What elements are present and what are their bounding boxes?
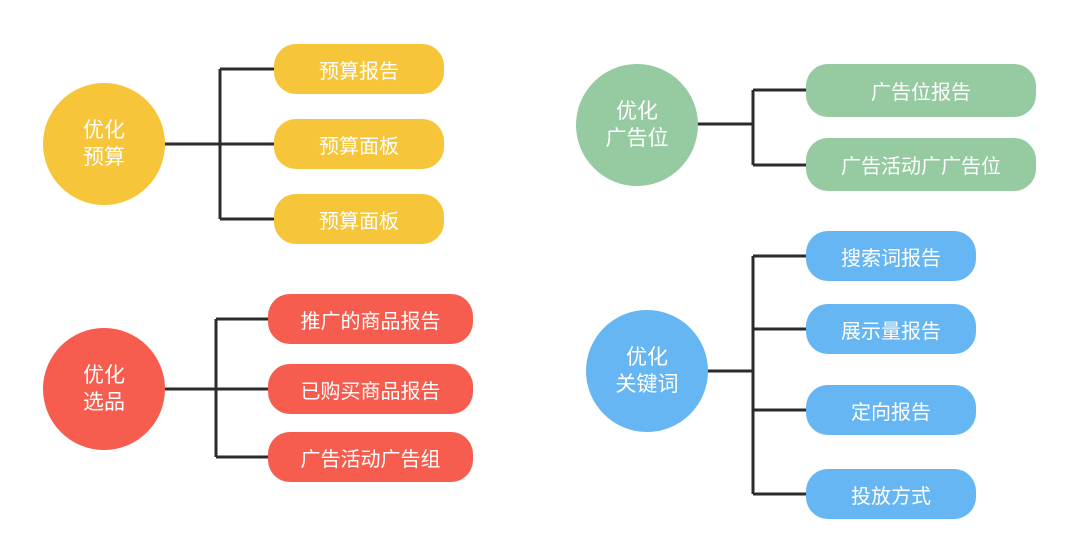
- placement-hub-line-1: 优化: [616, 99, 658, 123]
- budget-item-1: 预算报告: [274, 44, 444, 94]
- keywords-hub: 优化 关键词: [586, 310, 708, 432]
- keywords-item-4: 投放方式: [806, 469, 976, 519]
- products-hub: 优化 选品: [43, 328, 165, 450]
- budget-item-3: 预算面板: [274, 194, 444, 244]
- keywords-hub-line-1: 优化: [626, 345, 668, 369]
- keywords-item-2: 展示量报告: [806, 304, 976, 354]
- placement-hub: 优化 广告位: [576, 64, 698, 186]
- products-hub-line-2: 选品: [83, 390, 125, 414]
- placement-item-1: 广告位报告: [806, 64, 1036, 117]
- budget-hub-line-2: 预算: [83, 145, 125, 169]
- keywords-item-3: 定向报告: [806, 385, 976, 435]
- budget-hub: 优化 预算: [43, 83, 165, 205]
- products-item-2: 已购买商品报告: [268, 364, 473, 414]
- keywords-hub-line-2: 关键词: [615, 372, 679, 396]
- products-item-3: 广告活动广告组: [268, 432, 473, 482]
- placement-item-2: 广告活动广广告位: [806, 138, 1036, 191]
- placement-hub-line-2: 广告位: [605, 126, 669, 150]
- products-hub-line-1: 优化: [83, 363, 125, 387]
- budget-hub-line-1: 优化: [83, 118, 125, 142]
- products-item-1: 推广的商品报告: [268, 294, 473, 344]
- keywords-item-1: 搜索词报告: [806, 231, 976, 281]
- budget-item-2: 预算面板: [274, 119, 444, 169]
